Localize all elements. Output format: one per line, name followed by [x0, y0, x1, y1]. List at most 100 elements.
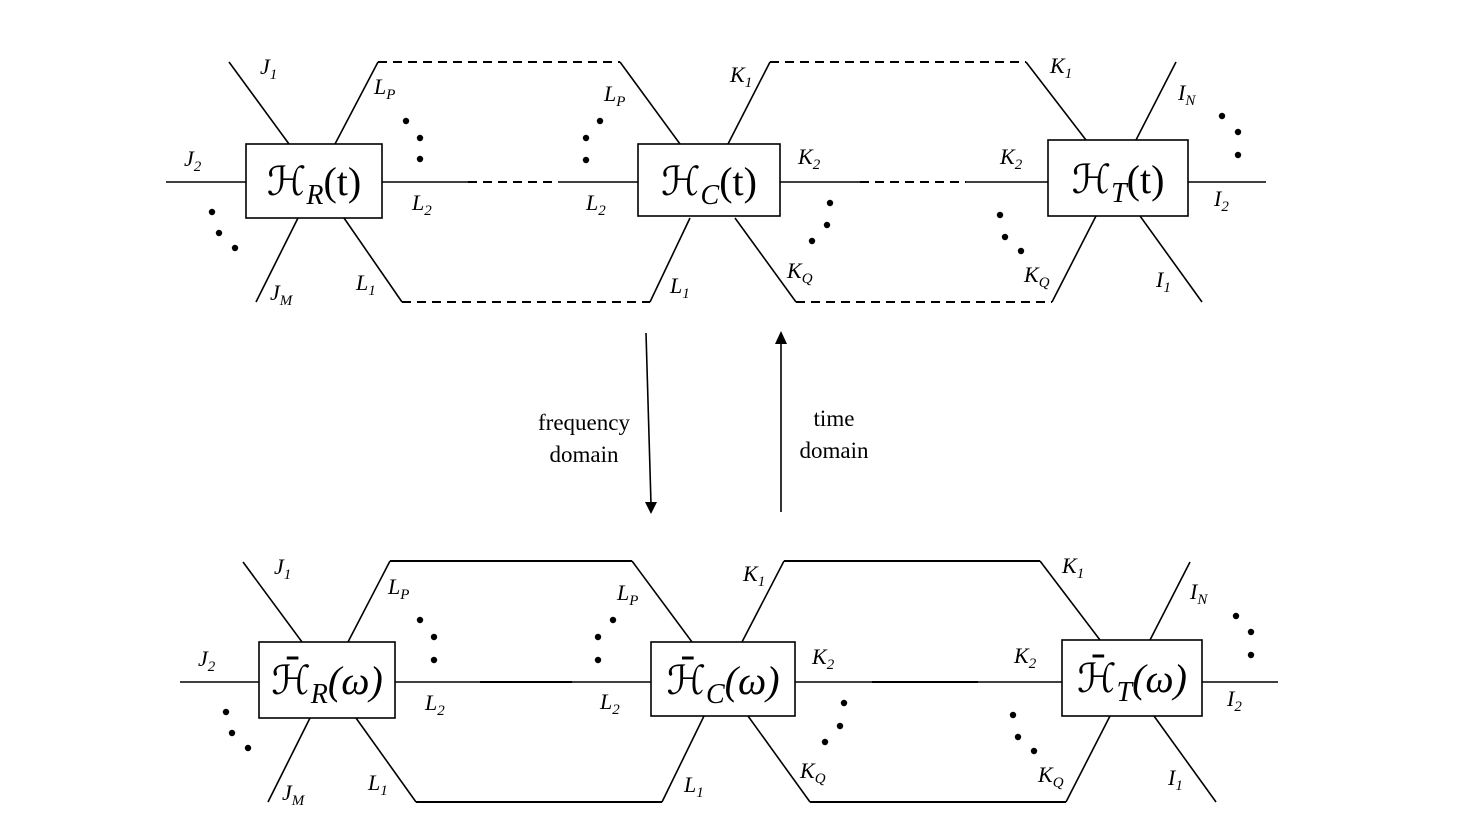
block-symbol: ℋ̄	[1077, 655, 1117, 701]
bottom-t-in-wire	[1149, 561, 1191, 641]
top-c-l1-wire	[649, 217, 691, 303]
top-ellipsis-dots	[208, 112, 1242, 255]
svg-text:ℋC(t): ℋC(t)	[661, 159, 757, 211]
label-kq: KQ	[786, 258, 813, 287]
label-j1: J1	[274, 554, 291, 583]
top-block-c: ℋC(t)	[637, 143, 781, 217]
label-l2: L2	[424, 690, 445, 719]
label-k1: K1	[1049, 53, 1072, 82]
bottom-block-t: ℋ̄T(ω)	[1061, 639, 1203, 717]
block-symbol: ℋ	[661, 159, 701, 204]
label-j2: J2	[184, 146, 202, 175]
top-c-lp-wire	[619, 61, 681, 145]
bottom-r-j1-wire	[242, 561, 303, 643]
block-symbol: ℋ	[1072, 157, 1112, 202]
label-kq: KQ	[1037, 762, 1064, 791]
label-j1: J1	[260, 54, 277, 83]
svg-text:ℋ̄R(ω): ℋ̄R(ω)	[271, 657, 383, 710]
top-t-kq-wire	[1051, 215, 1097, 303]
label-l1: L1	[669, 273, 690, 302]
top-r-l1-wire	[343, 217, 403, 303]
bottom-t-i1-wire	[1153, 715, 1217, 803]
label-k2: K2	[1013, 643, 1037, 672]
label-l2: L2	[599, 689, 620, 718]
time-label-line2: domain	[800, 438, 869, 463]
svg-text:ℋT(t): ℋT(t)	[1072, 157, 1165, 209]
label-l1: L1	[683, 772, 704, 801]
block-subscript: T	[1111, 178, 1129, 209]
bottom-r-lp-wire	[347, 560, 391, 643]
top-t-in-wire	[1135, 61, 1177, 141]
svg-text:ℋ̄T(ω): ℋ̄T(ω)	[1077, 655, 1187, 708]
block-symbol: ℋ	[267, 159, 307, 204]
frequency-label-line1: frequency	[538, 410, 630, 435]
label-kq: KQ	[1023, 262, 1050, 291]
block-argument: (ω)	[725, 658, 780, 703]
top-port-labels: J1 J2 JM LP L2 L1 LP L2 L1 K1 K2 KQ K1 K…	[184, 53, 1229, 309]
label-lp: LP	[603, 81, 625, 110]
label-k1: K1	[742, 561, 765, 590]
top-r-lp-wire	[334, 61, 379, 145]
top-c-kq-wire	[734, 217, 797, 303]
bottom-t-k1-wire	[1039, 560, 1101, 641]
block-argument: (ω)	[1132, 656, 1187, 701]
svg-text:ℋR(t): ℋR(t)	[267, 159, 361, 211]
bottom-c-k1-wire	[741, 560, 785, 643]
bottom-block-r: ℋ̄R(ω)	[258, 641, 396, 719]
label-kq: KQ	[799, 758, 826, 787]
label-i1: I1	[1155, 267, 1171, 296]
top-block-r: ℋR(t)	[245, 143, 383, 219]
label-k2: K2	[999, 144, 1023, 173]
bottom-network: ℋ̄R(ω) ℋ̄C(ω) ℋ̄T(ω) J1 J2 JM LP L2 L1 L…	[180, 553, 1278, 809]
time-label-line1: time	[814, 406, 855, 431]
label-i2: I2	[1213, 186, 1229, 215]
bottom-r-l1-wire	[355, 717, 417, 803]
frequency-label-line2: domain	[550, 442, 619, 467]
label-jm: JM	[282, 780, 306, 809]
block-symbol: ℋ̄	[666, 657, 706, 703]
label-i1: I1	[1167, 765, 1183, 794]
block-argument: (t)	[323, 159, 361, 204]
label-l2: L2	[585, 190, 606, 219]
block-subscript: R	[310, 679, 328, 710]
label-i2: I2	[1226, 686, 1242, 715]
bottom-c-l1-wire	[661, 715, 705, 803]
label-l2: L2	[411, 190, 432, 219]
label-j2: J2	[198, 646, 216, 675]
label-lp: LP	[616, 580, 638, 609]
block-argument: (t)	[719, 159, 757, 204]
label-k1: K1	[1061, 553, 1084, 582]
bottom-ellipsis-dots	[222, 612, 1255, 755]
label-l1: L1	[367, 770, 388, 799]
block-argument: (t)	[1127, 157, 1165, 202]
frequency-domain-arrow: frequency domain	[538, 332, 657, 514]
label-k2: K2	[811, 644, 835, 673]
bottom-port-labels: J1 J2 JM LP L2 L1 LP L2 L1 K1 K2 KQ K1 K…	[198, 553, 1242, 809]
block-subscript: C	[701, 180, 720, 211]
bottom-t-kq-wire	[1065, 715, 1111, 803]
bottom-c-lp-wire	[631, 560, 693, 643]
top-network: ℋR(t) ℋC(t) ℋT(t) J1 J2 JM LP L2 L1 LP L…	[166, 53, 1266, 309]
top-r-jm-wire	[255, 217, 299, 303]
top-t-k1-wire	[1025, 61, 1087, 141]
label-in: IN	[1177, 80, 1196, 109]
bottom-c-kq-wire	[747, 715, 811, 803]
block-subscript: T	[1117, 677, 1135, 708]
bottom-block-c: ℋ̄C(ω)	[650, 641, 796, 717]
domain-arrows: frequency domain time domain	[538, 331, 869, 514]
bottom-r-jm-wire	[267, 717, 311, 803]
top-r-j1-wire	[228, 61, 290, 145]
top-t-i1-wire	[1139, 215, 1203, 303]
top-block-t: ℋT(t)	[1047, 139, 1189, 217]
label-jm: JM	[270, 280, 294, 309]
label-in: IN	[1189, 579, 1208, 608]
label-l1: L1	[355, 270, 376, 299]
block-subscript: C	[706, 679, 725, 710]
label-k1: K1	[729, 62, 752, 91]
label-k2: K2	[797, 144, 821, 173]
block-argument: (ω)	[328, 658, 383, 703]
block-symbol: ℋ̄	[271, 657, 311, 703]
block-subscript: R	[305, 180, 323, 211]
label-lp: LP	[373, 74, 395, 103]
